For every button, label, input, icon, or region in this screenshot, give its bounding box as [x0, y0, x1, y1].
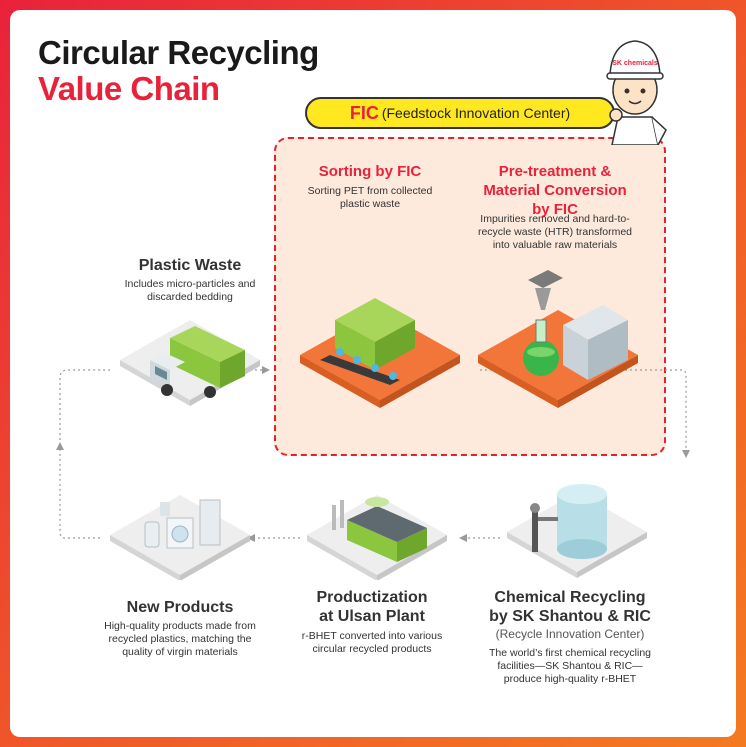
new-products-desc-line: High-quality products made from — [104, 620, 256, 632]
productization-title-line: at Ulsan Plant — [319, 608, 425, 625]
productization-desc: r-BHET converted into various circular r… — [272, 630, 472, 656]
pretreatment-desc-line: into valuable raw materials — [492, 239, 618, 251]
mascot-badge-text: SK chemicals — [612, 60, 658, 67]
chemical-recycling-desc-line: facilities—SK Shantou & RIC— — [497, 660, 643, 672]
new-products-desc: High-quality products made from recycled… — [70, 620, 290, 659]
pretreatment-desc-line: Impurities removed and hard-to- — [480, 213, 630, 225]
arrow-head-2 — [682, 450, 690, 458]
pretreatment-desc: Impurities removed and hard-to- recycle … — [460, 213, 650, 252]
pretreatment-title: Pre-treatment & Material Conversion by F… — [465, 162, 645, 219]
fic-code: FIC — [349, 102, 379, 123]
plastic-waste-desc: Includes micro-particles and discarded b… — [85, 278, 295, 304]
pretreatment-title-line: by FIC — [532, 201, 578, 218]
sorting-desc-line: Sorting PET from collected — [307, 185, 433, 197]
title-line-2: Value Chain — [38, 70, 220, 107]
arrow-head-1 — [262, 366, 270, 374]
fic-zone — [274, 137, 666, 456]
mascot-icon: SK chemicals — [600, 35, 670, 145]
conversion-equipment-illustration — [473, 270, 643, 410]
arrow-head-3 — [459, 534, 467, 542]
garbage-truck-illustration — [115, 310, 265, 410]
chemical-recycling-desc-line: produce high-quality r-BHET — [503, 673, 637, 685]
productization-title: Productization at Ulsan Plant — [282, 588, 462, 626]
chemical-recycling-subtitle: (Recycle Innovation Center) — [495, 627, 645, 641]
pretreatment-desc-line: recycle waste (HTR) transformed — [477, 226, 633, 238]
sorting-title-b: by FIC — [371, 163, 422, 180]
plastic-waste-title: Plastic Waste — [138, 257, 242, 274]
ulsan-plant-illustration — [302, 480, 452, 580]
chemical-recycling-title-line: Chemical Recycling — [494, 589, 646, 606]
new-products-desc-line: quality of virgin materials — [122, 646, 238, 658]
fic-full-name: (Feedstock Innovation Center) — [381, 105, 571, 121]
plastic-waste-desc-line: discarded bedding — [147, 291, 233, 303]
arrow-head-4 — [247, 534, 255, 542]
chemical-recycling-desc: The world’s first chemical recycling fac… — [460, 647, 680, 686]
chemical-recycling-title: Chemical Recycling by SK Shantou & RIC — [465, 588, 675, 626]
page-title: Circular Recycling Value Chain — [38, 35, 319, 107]
new-products-title: New Products — [126, 599, 234, 616]
arrow-head-5 — [56, 442, 64, 450]
chemical-recycling-desc-line: The world’s first chemical recycling — [488, 647, 652, 659]
pretreatment-title-line: Pre-treatment & — [498, 163, 612, 180]
new-products-illustration — [105, 480, 255, 580]
title-line-1: Circular Recycling — [38, 34, 319, 71]
sorting-desc-line: plastic waste — [339, 198, 401, 210]
sorting-machine-illustration — [295, 280, 465, 410]
pretreatment-title-line: Material Conversion — [483, 182, 627, 199]
plastic-waste-desc-line: Includes micro-particles and — [124, 278, 256, 290]
chemical-plant-illustration — [502, 472, 652, 582]
new-products-desc-line: recycled plastics, matching the — [108, 633, 252, 645]
sorting-title-a: Sorting — [318, 163, 372, 180]
productization-desc-line: circular recycled products — [312, 643, 432, 655]
main-card: Circular Recycling Value Chain FIC (Feed… — [10, 10, 736, 737]
productization-desc-line: r-BHET converted into various — [301, 630, 443, 642]
productization-title-line: Productization — [316, 589, 428, 606]
sorting-title: Sorting by FIC — [280, 162, 460, 181]
chemical-recycling-title-line: by SK Shantou & RIC — [489, 608, 651, 625]
sorting-desc: Sorting PET from collected plastic waste — [280, 185, 460, 211]
